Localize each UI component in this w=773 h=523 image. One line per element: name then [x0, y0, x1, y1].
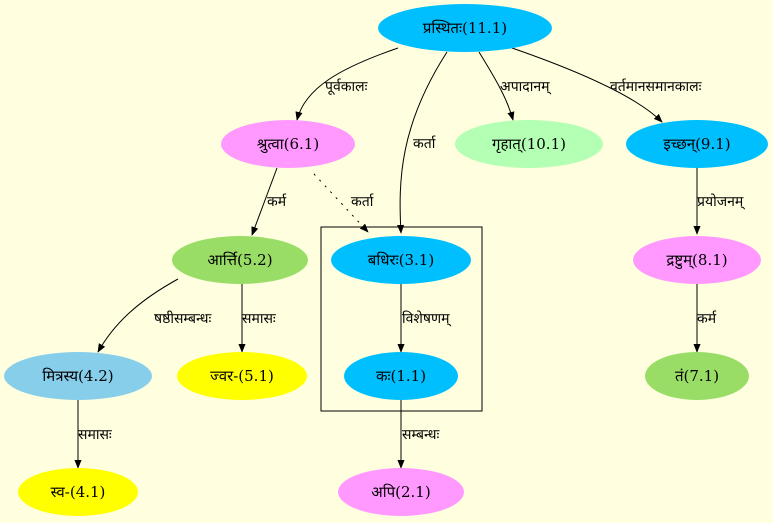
edge-karta-dotted: कर्ता — [313, 173, 374, 233]
node-label-badhirah: बधिरः(3.1) — [368, 251, 434, 269]
edge-label-shashthi: षष्ठीसम्बन्धः — [154, 310, 212, 327]
node-label-kah: कः(1.1) — [376, 367, 426, 385]
node-shrutva[interactable]: श्रुत्वा(6.1) — [221, 120, 355, 168]
edge-prayojanam: प्रयोजनम् — [693, 168, 745, 235]
edge-apadanam: अपादानम् — [478, 51, 551, 121]
edge-visheshanam: विशेषणम् — [397, 284, 452, 353]
edge-karta-main: कर्ता — [396, 51, 448, 234]
edge-label-vartamana: वर्तमानसमानकालः — [610, 78, 703, 95]
node-label-prasthitah: प्रस्थितः(11.1) — [423, 19, 507, 37]
node-label-mitrasya: मित्रस्य(4.2) — [42, 367, 113, 385]
node-kah[interactable]: कः(1.1) — [344, 352, 458, 400]
node-artti[interactable]: आर्त्ति(5.2) — [172, 236, 308, 284]
edge-shashthi: षष्ठीसम्बन्धः — [97, 278, 212, 353]
node-drashtum[interactable]: द्रष्टुम्(8.1) — [633, 236, 761, 284]
node-label-tam: तं(7.1) — [675, 367, 719, 385]
edge-label-sambandha: सम्बन्धः — [402, 427, 440, 443]
node-sva[interactable]: स्व-(4.1) — [18, 468, 138, 516]
node-badhirah[interactable]: बधिरः(3.1) — [331, 236, 471, 284]
edge-label-karta-dotted: कर्ता — [351, 193, 374, 210]
edge-label-samasa-1: समासः — [242, 311, 277, 327]
edge-label-purvakala: पूर्वकालः — [325, 78, 369, 95]
node-jvara[interactable]: ज्वर-(5.1) — [177, 352, 307, 400]
node-label-artti: आर्त्ति(5.2) — [207, 251, 272, 269]
edge-vartamana: वर्तमानसमानकालः — [511, 47, 703, 123]
node-icchan[interactable]: इच्छन्(9.1) — [626, 120, 768, 168]
node-api[interactable]: अपि(2.1) — [338, 468, 464, 516]
edge-label-prayojanam: प्रयोजनम् — [697, 193, 745, 210]
edge-label-samasa-2: समासः — [78, 427, 113, 443]
edge-samasa-2: समासः — [74, 400, 113, 469]
node-tam[interactable]: तं(7.1) — [645, 352, 749, 400]
node-label-api: अपि(2.1) — [371, 483, 430, 501]
node-label-drashtum: द्रष्टुम्(8.1) — [666, 251, 727, 270]
node-grihat[interactable]: गृहात्(10.1) — [455, 120, 603, 168]
node-label-jvara: ज्वर-(5.1) — [210, 367, 274, 385]
node-mitrasya[interactable]: मित्रस्य(4.2) — [4, 352, 152, 400]
edge-label-visheshanam: विशेषणम् — [402, 310, 452, 327]
edge-karma-1: कर्म — [251, 167, 287, 236]
edge-label-karma-1: कर्म — [267, 193, 287, 210]
node-label-sva: स्व-(4.1) — [51, 483, 106, 501]
edge-karma-2: कर्म — [693, 284, 717, 353]
node-label-shrutva: श्रुत्वा(6.1) — [257, 135, 319, 154]
edge-sambandha: सम्बन्धः — [397, 400, 440, 469]
edge-label-karma-2: कर्म — [697, 310, 717, 327]
node-label-grihat: गृहात्(10.1) — [492, 135, 566, 154]
edge-purvakala: पूर्वकालः — [295, 47, 399, 121]
node-prasthitah[interactable]: प्रस्थितः(11.1) — [378, 4, 552, 52]
edge-samasa-1: समासः — [238, 284, 277, 353]
edge-label-apadanam: अपादानम् — [500, 79, 551, 95]
edge-label-karta-main: कर्ता — [413, 135, 436, 152]
node-label-icchan: इच्छन्(9.1) — [663, 135, 730, 153]
